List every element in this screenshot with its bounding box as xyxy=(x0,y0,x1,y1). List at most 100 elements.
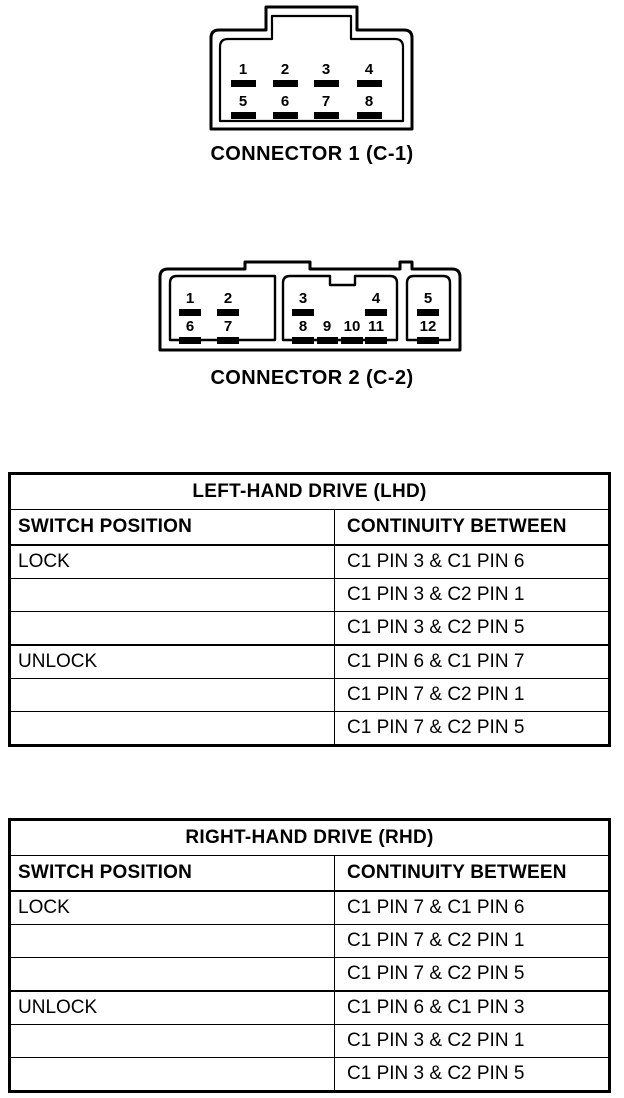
continuity-cell: C1 PIN 7 & C2 PIN 5 xyxy=(334,957,611,992)
pin-label: 3 xyxy=(322,61,330,78)
table-row: C1 PIN 3 & C2 PIN 5 xyxy=(8,611,611,646)
table-row: LOCK C1 PIN 7 & C1 PIN 6 xyxy=(8,890,611,925)
pin-slot xyxy=(357,112,382,119)
pin-label: 5 xyxy=(424,290,432,307)
table-row: C1 PIN 7 & C2 PIN 5 xyxy=(8,711,611,747)
table-row: C1 PIN 7 & C2 PIN 1 xyxy=(8,678,611,712)
connector-1-drawing: 1 2 3 4 5 6 xyxy=(0,0,624,140)
pin-slot xyxy=(365,309,387,316)
continuity-cell: C1 PIN 7 & C2 PIN 1 xyxy=(334,924,611,958)
pin-label: 4 xyxy=(372,290,381,307)
switch-position-cell xyxy=(8,578,335,612)
connector-2-outer-shell xyxy=(158,260,462,352)
pin-slot xyxy=(417,337,439,344)
connector-2-compartment-middle xyxy=(281,274,399,342)
connector-1-pin-7: 7 xyxy=(314,93,339,119)
connector-2-pin-3: 3 xyxy=(292,290,314,316)
pin-label: 7 xyxy=(224,318,232,335)
connector-1-pin-5: 5 xyxy=(231,93,256,119)
table-header-row: SWITCH POSITION CONTINUITY BETWEEN xyxy=(8,509,611,546)
switch-position-cell xyxy=(8,1024,335,1058)
pin-label: 10 xyxy=(344,318,361,335)
continuity-cell: C1 PIN 3 & C2 PIN 1 xyxy=(334,1024,611,1058)
continuity-cell: C1 PIN 6 & C1 PIN 7 xyxy=(334,644,611,679)
continuity-cell: C1 PIN 7 & C1 PIN 6 xyxy=(334,890,611,925)
pin-slot xyxy=(217,337,239,344)
connector-2-figure: 1 2 6 7 3 4 xyxy=(0,255,624,395)
table-row: UNLOCK C1 PIN 6 & C1 PIN 7 xyxy=(8,644,611,679)
rhd-table-title: RIGHT-HAND DRIVE (RHD) xyxy=(8,818,611,856)
connector-2-compartment-right xyxy=(405,274,452,342)
pin-label: 8 xyxy=(365,93,373,110)
pin-slot xyxy=(231,112,256,119)
connector-2-drawing: 1 2 6 7 3 4 xyxy=(0,255,624,365)
rhd-col-head-continuity: CONTINUITY BETWEEN xyxy=(334,855,611,892)
switch-position-cell xyxy=(8,924,335,958)
pin-slot xyxy=(314,112,339,119)
continuity-cell: C1 PIN 3 & C1 PIN 6 xyxy=(334,544,611,579)
pin-label: 4 xyxy=(365,61,374,78)
switch-position-cell xyxy=(8,957,335,992)
table-row: C1 PIN 3 & C2 PIN 1 xyxy=(8,1024,611,1058)
connector-1-pin-6: 6 xyxy=(273,93,298,119)
pin-slot xyxy=(179,309,201,316)
connector-2-compartment-left xyxy=(168,274,277,342)
connector-2-pin-11: 11 xyxy=(365,318,387,344)
pin-label: 1 xyxy=(239,61,247,78)
pin-slot xyxy=(365,337,387,344)
switch-position-cell xyxy=(8,611,335,646)
pin-slot xyxy=(314,80,339,87)
switch-position-cell: UNLOCK xyxy=(8,644,335,679)
pin-slot xyxy=(217,309,239,316)
connector-2-pin-4: 4 xyxy=(365,290,387,316)
pin-slot xyxy=(341,337,363,344)
pin-label: 1 xyxy=(186,290,194,307)
continuity-cell: C1 PIN 3 & C2 PIN 5 xyxy=(334,1057,611,1093)
pin-slot xyxy=(231,80,256,87)
lhd-col-head-continuity: CONTINUITY BETWEEN xyxy=(334,509,611,546)
pin-slot xyxy=(292,309,314,316)
connector-2-pin-9: 9 xyxy=(317,318,338,344)
switch-position-cell: UNLOCK xyxy=(8,990,335,1025)
continuity-cell: C1 PIN 7 & C2 PIN 1 xyxy=(334,678,611,712)
rhd-col-head-switch-position: SWITCH POSITION xyxy=(8,855,335,892)
pin-label: 6 xyxy=(281,93,289,110)
continuity-cell: C1 PIN 6 & C1 PIN 3 xyxy=(334,990,611,1025)
rhd-table-body: RIGHT-HAND DRIVE (RHD) SWITCH POSITION C… xyxy=(8,818,611,1093)
connector-1-pin-3: 3 xyxy=(314,61,339,87)
pin-slot xyxy=(179,337,201,344)
switch-position-cell xyxy=(8,711,335,747)
connector-1-pin-1: 1 xyxy=(231,61,256,87)
connector-1-caption: CONNECTOR 1 (C-1) xyxy=(210,143,414,165)
lhd-col-head-switch-position: SWITCH POSITION xyxy=(8,509,335,546)
connector-2-pin-2: 2 xyxy=(217,290,239,316)
connector-2-caption: CONNECTOR 2 (C-2) xyxy=(210,367,414,389)
switch-position-cell: LOCK xyxy=(8,544,335,579)
lhd-table-body: LEFT-HAND DRIVE (LHD) SWITCH POSITION CO… xyxy=(8,472,611,747)
table-title-row: LEFT-HAND DRIVE (LHD) xyxy=(8,472,611,510)
pin-label: 7 xyxy=(322,93,330,110)
pin-slot xyxy=(357,80,382,87)
lhd-continuity-table: LEFT-HAND DRIVE (LHD) SWITCH POSITION CO… xyxy=(8,472,611,747)
connector-1-pin-8: 8 xyxy=(357,93,382,119)
connector-2-pin-12: 12 xyxy=(417,318,439,344)
switch-position-cell: LOCK xyxy=(8,890,335,925)
table-row: UNLOCK C1 PIN 6 & C1 PIN 3 xyxy=(8,990,611,1025)
continuity-cell: C1 PIN 3 & C2 PIN 1 xyxy=(334,578,611,612)
pin-label: 12 xyxy=(420,318,437,335)
pin-label: 5 xyxy=(239,93,247,110)
pin-label: 6 xyxy=(186,318,194,335)
switch-position-cell xyxy=(8,1057,335,1093)
pin-label: 2 xyxy=(224,290,232,307)
rhd-continuity-table: RIGHT-HAND DRIVE (RHD) SWITCH POSITION C… xyxy=(8,818,611,1093)
pin-label: 9 xyxy=(323,318,331,335)
pin-label: 3 xyxy=(299,290,307,307)
table-row: C1 PIN 3 & C2 PIN 5 xyxy=(8,1057,611,1093)
continuity-cell: C1 PIN 7 & C2 PIN 5 xyxy=(334,711,611,747)
connector-1-inner-cavity xyxy=(218,14,405,123)
pin-slot xyxy=(273,80,298,87)
pin-label: 8 xyxy=(299,318,307,335)
connector-2-pin-10: 10 xyxy=(341,318,363,344)
pin-slot xyxy=(417,309,439,316)
lhd-table-title: LEFT-HAND DRIVE (LHD) xyxy=(8,472,611,510)
